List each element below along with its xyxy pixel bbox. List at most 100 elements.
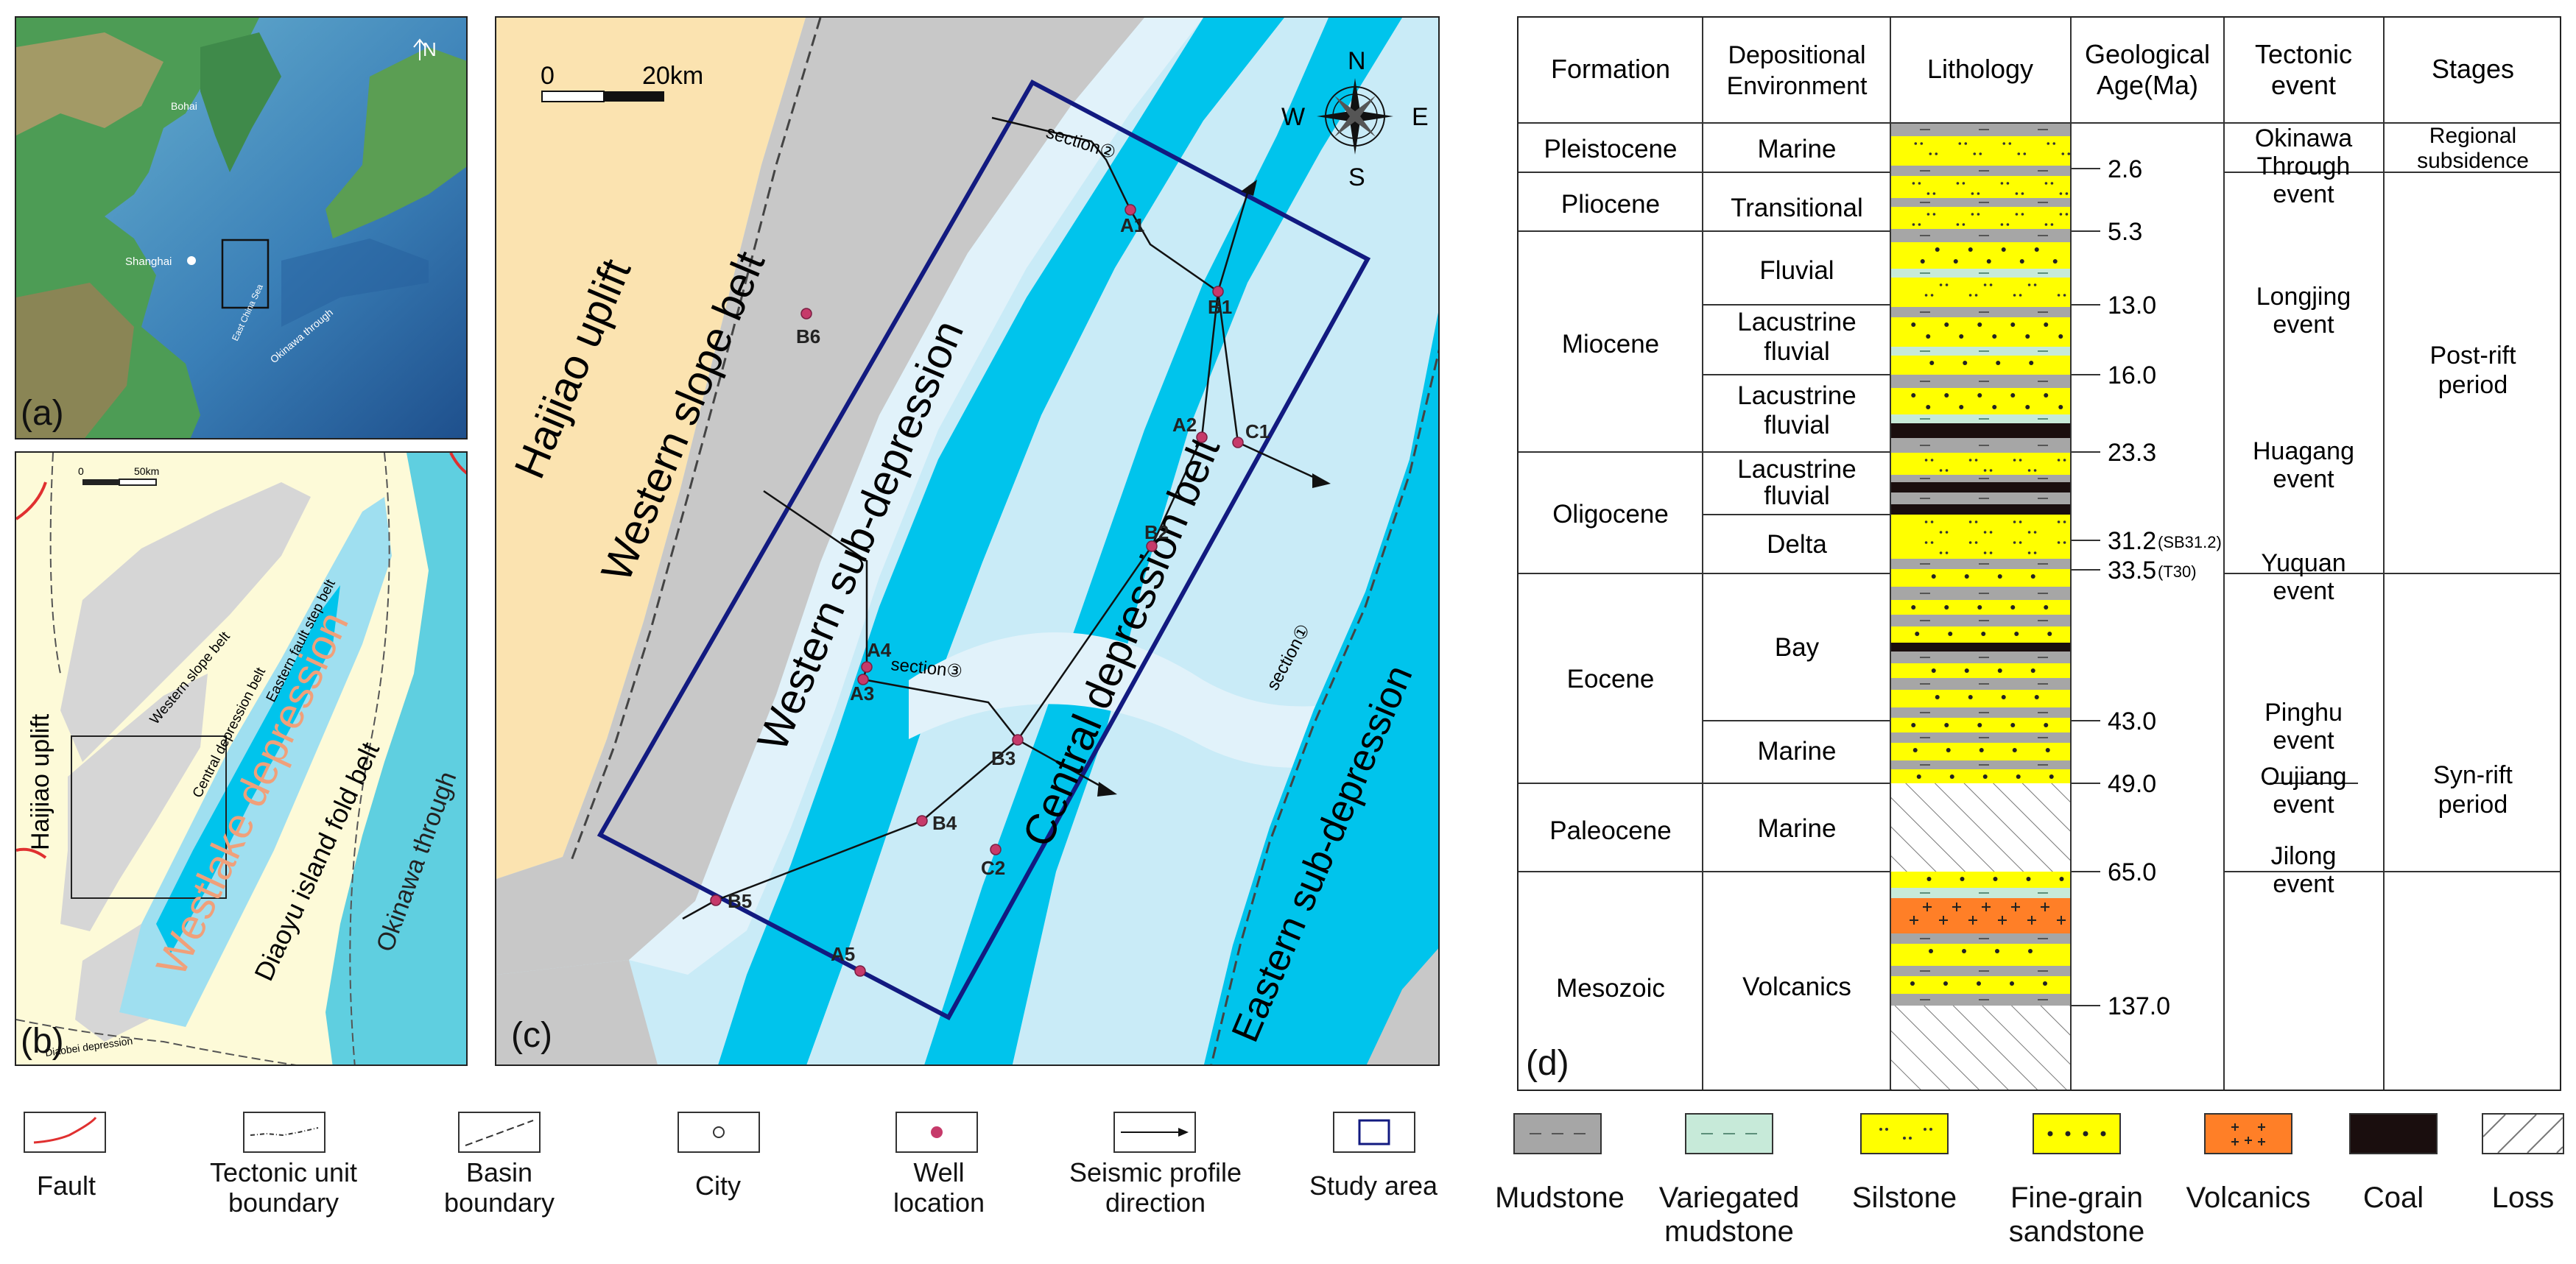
formation-eocene: Eocene xyxy=(1567,665,1655,693)
well-B5: B5 xyxy=(710,890,752,912)
litho-fill xyxy=(1890,690,2071,707)
legend-fault-swatch xyxy=(24,1112,106,1153)
western-slope-area xyxy=(60,482,311,762)
litho-fill xyxy=(1890,317,2071,347)
basin-boundary-south xyxy=(16,1019,297,1064)
legend-loss-swatch xyxy=(2482,1113,2564,1154)
okinawa-trough xyxy=(281,239,429,327)
eastern-sub-depression-area xyxy=(1203,312,1438,1064)
legend-variegated-label: Variegated mudstone xyxy=(1658,1182,1800,1248)
well-C2: C2 xyxy=(981,844,1005,879)
legend-seismic-label: Seismic profile direction xyxy=(1069,1157,1242,1218)
well-marker xyxy=(854,965,866,977)
litho-layer-mud xyxy=(1890,615,2071,626)
litho-layer-mud xyxy=(1890,760,2071,769)
panel-b-label: (b) xyxy=(21,1022,64,1061)
legend-siltstone-label: Silstone xyxy=(1851,1182,1957,1214)
arrow-head-3 xyxy=(1097,782,1117,797)
study-area-outline xyxy=(597,79,1371,1021)
well-B4: B4 xyxy=(916,812,957,834)
header-lithology: Lithology xyxy=(1927,54,2033,84)
north-arrow-icon xyxy=(413,38,426,60)
litho-layer-sand xyxy=(1890,242,2071,269)
fault-line-3 xyxy=(449,453,466,475)
well-marker xyxy=(710,894,722,906)
litho-layer-volc xyxy=(1890,898,2071,933)
city-shanghai xyxy=(187,256,196,265)
litho-layer-silt xyxy=(1890,278,2071,307)
litho-fill xyxy=(1890,207,2071,229)
well-marker xyxy=(1125,204,1136,216)
legend-study-label: Study area xyxy=(1309,1171,1438,1201)
basin-boundary-c-east xyxy=(1210,349,1438,1064)
legend-fault-label: Fault xyxy=(36,1171,96,1201)
litho-layer-mud xyxy=(1890,307,2071,317)
litho-fill xyxy=(1890,453,2071,475)
legend-mudstone-label: Mudstone xyxy=(1495,1182,1625,1214)
litho-layer-mud xyxy=(1890,966,2071,976)
western-slope-lobe-c xyxy=(496,960,658,1064)
panel-b-tectonic-map: 0 50km Haijiao uplift Western slope belt… xyxy=(15,451,468,1066)
legend-well-swatch xyxy=(895,1112,978,1153)
age-tick: 13.0 xyxy=(2071,292,2156,319)
env-marine-3: Marine xyxy=(1758,814,1837,843)
legend-city-label: City xyxy=(695,1171,741,1201)
well-marker xyxy=(1232,437,1244,448)
age-note: (SB31.2) xyxy=(2158,533,2222,551)
well-label: A5 xyxy=(831,943,855,965)
age-value: 16.0 xyxy=(2108,361,2156,389)
litho-layer-sand xyxy=(1890,690,2071,707)
header-stages: Stages xyxy=(2432,54,2514,84)
well-B3: B3 xyxy=(991,734,1024,769)
header-formation: Formation xyxy=(1551,54,1670,84)
env-volcanics: Volcanics xyxy=(1742,972,1851,1001)
age-tick: 65.0 xyxy=(2071,858,2156,886)
litho-layer-sand xyxy=(1890,743,2071,760)
compass-n: N xyxy=(1348,47,1366,75)
study-area-box-b xyxy=(71,735,227,899)
formation-paleocene: Paleocene xyxy=(1549,816,1671,845)
litho-fill xyxy=(1890,663,2071,678)
legend-variegated-swatch xyxy=(1685,1113,1773,1154)
litho-layer-var xyxy=(1890,347,2071,356)
litho-layer-sand xyxy=(1890,663,2071,678)
litho-layer-coal xyxy=(1890,504,2071,515)
litho-layer-mud xyxy=(1890,678,2071,690)
japan xyxy=(325,47,466,239)
highlands xyxy=(16,32,163,135)
well-C1: C1 xyxy=(1232,420,1270,448)
label-section-1: section① xyxy=(1263,621,1315,693)
age-tick: 33.5(T30) xyxy=(2071,557,2197,585)
well-label: C2 xyxy=(981,857,1005,879)
age-column: 2.65.313.016.023.331.2(SB31.2)33.5(T30)4… xyxy=(2071,155,2222,1020)
litho-layer-silt xyxy=(1890,515,2071,559)
age-value: 33.5 xyxy=(2108,557,2156,585)
age-tick: 43.0 xyxy=(2071,707,2156,735)
litho-layer-sand xyxy=(1890,626,2071,643)
litho-layer-silt xyxy=(1890,453,2071,475)
litho-layer-silt xyxy=(1890,207,2071,229)
litho-layer-sand xyxy=(1890,769,2071,783)
litho-fill xyxy=(1890,242,2071,269)
env-fluvial: Fluvial xyxy=(1759,256,1834,285)
eastern-gray-corner xyxy=(1366,948,1438,1064)
well-marker xyxy=(990,844,1002,855)
well-A1: A1 xyxy=(1120,204,1144,236)
legend-sandstone-swatch xyxy=(2033,1113,2121,1154)
age-value: 5.3 xyxy=(2108,218,2142,246)
age-value: 49.0 xyxy=(2108,770,2156,798)
litho-layer-mud xyxy=(1890,652,2071,663)
panel-a-svg: Bohai Shanghai East China Sea Okinawa th… xyxy=(16,18,466,438)
well-label: B6 xyxy=(796,325,820,347)
well-marker xyxy=(800,308,812,319)
litho-layer-sand xyxy=(1890,976,2071,994)
